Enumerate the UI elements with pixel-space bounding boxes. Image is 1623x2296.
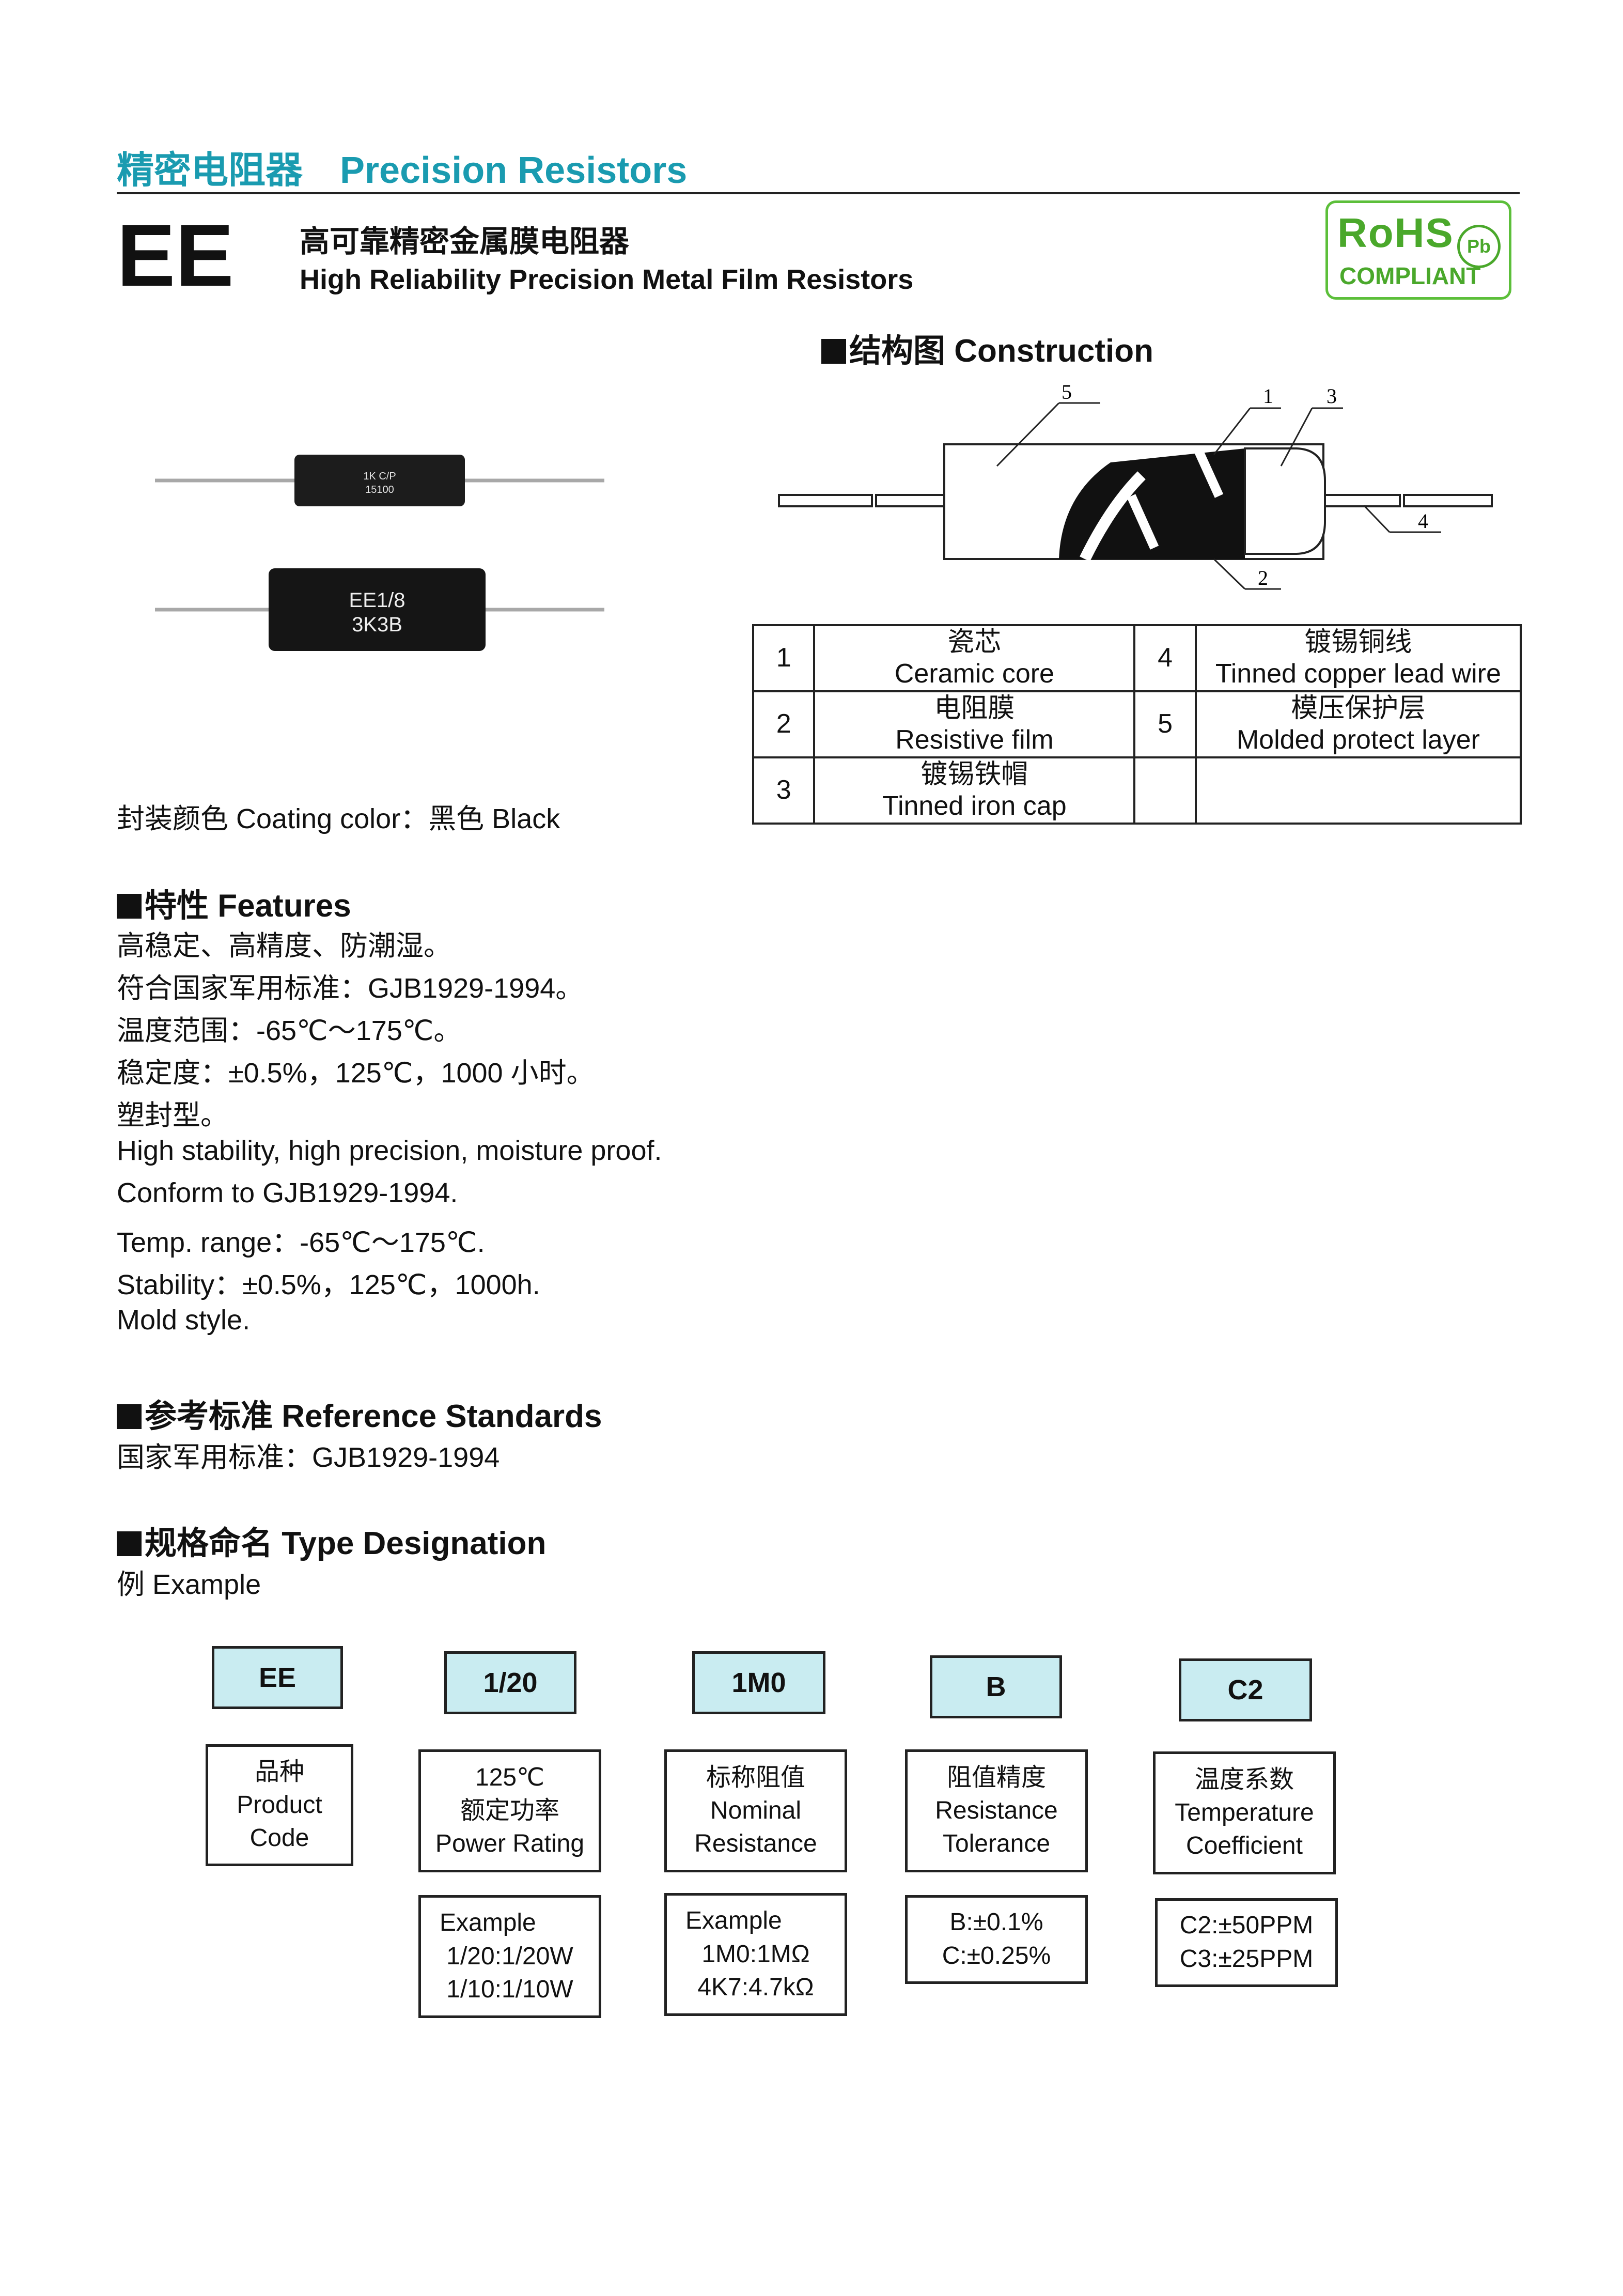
large-resistor-marking-2: 3K3B bbox=[352, 613, 402, 636]
construction-diagram: 5 1 3 4 2 bbox=[778, 380, 1493, 590]
rohs-compliant-text: COMPLIANT bbox=[1339, 262, 1481, 289]
lead-free-icon: Pb bbox=[1457, 225, 1501, 268]
callout-4: 4 bbox=[1418, 509, 1428, 533]
feature-line: High stability, high precision, moisture… bbox=[117, 1135, 662, 1166]
feature-line: Mold style. bbox=[117, 1305, 251, 1336]
square-bullet-icon bbox=[117, 1531, 142, 1556]
standards-heading: 参考标准 Reference Standards bbox=[117, 1390, 602, 1436]
desc-box-resistance: 标称阻值 Nominal Resistance bbox=[664, 1749, 847, 1872]
desc-box-tcr: 温度系数 Temperature Coefficient bbox=[1153, 1751, 1336, 1874]
square-bullet-icon bbox=[821, 339, 846, 364]
coating-color: 封装颜色 Coating color：黑色 Black bbox=[117, 803, 560, 834]
title-cn: 精密电阻器 bbox=[117, 150, 303, 191]
callout-5: 5 bbox=[1062, 380, 1072, 404]
detail-box-resistance: Example 1M0:1MΩ 4K7:4.7kΩ bbox=[664, 1893, 847, 2016]
large-resistor-marking-1: EE1/8 bbox=[349, 589, 405, 612]
code-box-resistance: 1M0 bbox=[692, 1651, 825, 1714]
product-subtitle-en: High Reliability Precision Metal Film Re… bbox=[300, 264, 914, 295]
construction-heading: 结构图 Construction bbox=[821, 324, 1153, 371]
example-label: 例 Example bbox=[117, 1569, 261, 1600]
standards-text: 国家军用标准：GJB1929-1994 bbox=[117, 1442, 500, 1473]
callout-2: 2 bbox=[1258, 566, 1268, 589]
code-box-tcr: C2 bbox=[1179, 1658, 1312, 1721]
product-subtitle-cn: 高可靠精密金属膜电阻器 bbox=[300, 225, 630, 258]
product-photo: 1K C/P 15100 EE1/8 3K3B bbox=[155, 455, 604, 651]
detail-box-tolerance: B:±0.1% C:±0.25% bbox=[905, 1895, 1088, 1984]
rohs-logo: RoHS Pb COMPLIANT bbox=[1325, 200, 1511, 300]
designation-heading: 规格命名 Type Designation bbox=[117, 1517, 546, 1563]
rohs-logo-text: RoHS bbox=[1337, 210, 1454, 256]
feature-line: Conform to GJB1929-1994. bbox=[117, 1177, 458, 1208]
small-resistor-marking-1: 1K C/P bbox=[363, 471, 396, 482]
title-en: Precision Resistors bbox=[340, 150, 688, 191]
small-resistor-marking-2: 15100 bbox=[365, 484, 394, 495]
callout-1: 1 bbox=[1263, 384, 1273, 408]
square-bullet-icon bbox=[117, 1404, 142, 1429]
detail-box-tcr: C2:±50PPM C3:±25PPM bbox=[1155, 1898, 1338, 1987]
code-box-power: 1/20 bbox=[444, 1651, 576, 1714]
detail-box-power: Example 1/20:1/20W 1/10:1/10W bbox=[418, 1895, 601, 2018]
feature-line: 塑封型。 bbox=[117, 1100, 228, 1131]
desc-box-tolerance: 阻值精度 Resistance Tolerance bbox=[905, 1749, 1088, 1872]
feature-line: Stability：±0.5%，125℃，1000h. bbox=[117, 1269, 540, 1300]
header-divider bbox=[117, 192, 1520, 194]
features-heading: 特性 Features bbox=[117, 879, 351, 926]
desc-box-power: 125℃ 额定功率 Power Rating bbox=[418, 1749, 601, 1872]
product-code: EE bbox=[117, 207, 234, 305]
page-title: 精密电阻器 Precision Resistors bbox=[117, 139, 687, 194]
code-box-tolerance: B bbox=[930, 1655, 1062, 1718]
callout-3: 3 bbox=[1327, 384, 1337, 408]
code-box-product: EE bbox=[212, 1646, 343, 1709]
feature-line: 温度范围：-65℃～175℃。 bbox=[117, 1015, 462, 1046]
feature-line: 符合国家军用标准：GJB1929-1994。 bbox=[117, 973, 584, 1004]
desc-box-product: 品种 Product Code bbox=[206, 1744, 353, 1866]
feature-line: Temp. range：-65℃～175℃. bbox=[117, 1227, 485, 1258]
square-bullet-icon bbox=[117, 894, 142, 919]
feature-line: 稳定度：±0.5%，125℃，1000 小时。 bbox=[117, 1058, 595, 1089]
feature-line: 高稳定、高精度、防潮湿。 bbox=[117, 930, 451, 961]
